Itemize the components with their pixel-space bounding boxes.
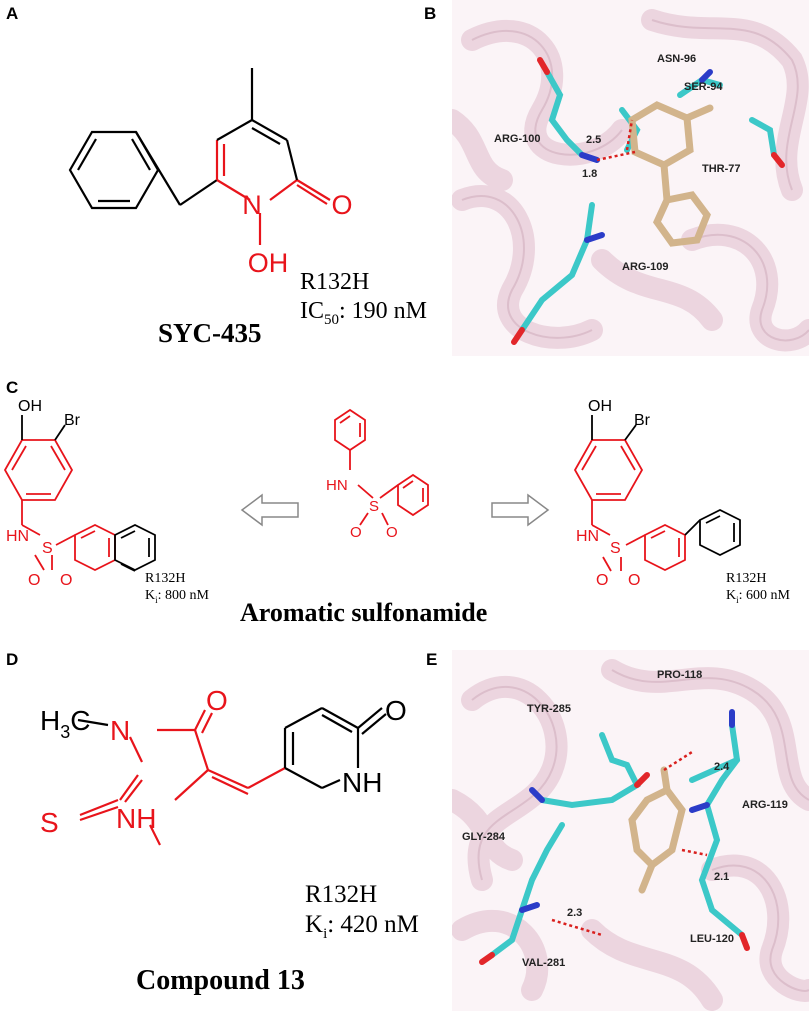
residue-label: ARG-109 — [622, 261, 668, 273]
atom-s: S — [369, 498, 379, 515]
atom-h3c: H3C — [40, 705, 90, 742]
distance-label: 2.1 — [714, 871, 729, 883]
distance-label: 1.8 — [582, 168, 597, 180]
residue-label: ASN-96 — [657, 53, 696, 65]
residue-label: GLY-284 — [462, 831, 506, 843]
syc-435-mutation: R132H — [300, 269, 370, 295]
atom-s: S — [610, 540, 621, 557]
atom-oh: OH — [18, 398, 42, 415]
panel-label-a: A — [6, 4, 19, 23]
docking-pose-e: PRO-118 TYR-285 ARG-119 GLY-284 VAL-281 … — [452, 650, 809, 1011]
atom-o: O — [28, 572, 40, 589]
docking-pose-b: ASN-96 SER-94 ARG-100 THR-77 ARG-109 2.5… — [452, 0, 809, 356]
atom-o: O — [60, 572, 72, 589]
atom-o: O — [385, 695, 407, 726]
syc-435-structure: N O OH — [68, 68, 353, 278]
syc-435-ic50: IC50: 190 nM — [300, 298, 428, 328]
compound-13-structure: H3C N O S NH O NH — [40, 685, 407, 846]
residue-label: SER-94 — [684, 81, 723, 93]
compound-13-ki: Ki: 420 nM — [305, 911, 419, 942]
atom-o: O — [206, 685, 228, 716]
atom-br: Br — [634, 412, 651, 429]
benzene-ring — [68, 130, 181, 210]
atom-o: O — [596, 572, 608, 589]
atom-nh: NH — [116, 803, 156, 834]
panel-label-b: B — [424, 4, 437, 23]
atom-hn: HN — [6, 528, 29, 545]
right-arrow — [491, 493, 550, 527]
right-ki: Ki: 600 nM — [726, 588, 790, 605]
left-arrow — [240, 493, 299, 527]
atom-o: O — [331, 190, 352, 220]
atom-o: O — [386, 524, 398, 541]
atom-s: S — [42, 540, 53, 557]
residue-label: ARG-100 — [494, 133, 540, 145]
atom-s: S — [40, 807, 59, 838]
atom-n: N — [110, 715, 130, 746]
sulfonamide-title: Aromatic sulfonamide — [240, 598, 488, 627]
panel-label-e: E — [426, 650, 438, 669]
atom-n: N — [242, 190, 262, 220]
atom-hn: HN — [326, 477, 348, 494]
atom-o: O — [350, 524, 362, 541]
distance-label: 2.4 — [714, 761, 730, 773]
residue-label: THR-77 — [702, 163, 741, 175]
residue-label: VAL-281 — [522, 957, 565, 969]
distance-label: 2.5 — [586, 134, 601, 146]
sulfonamide-structures: OH Br HN S O O HN S O O — [3, 398, 741, 589]
right-mutation: R132H — [726, 571, 767, 586]
left-ki: Ki: 800 nM — [145, 588, 209, 605]
hbond-lines — [596, 119, 636, 162]
syc-435-name: SYC-435 — [158, 318, 262, 348]
residue-label: ARG-119 — [742, 799, 788, 811]
residue-label: PRO-118 — [657, 669, 702, 681]
panel-label-c: C — [6, 378, 19, 397]
atom-oh: OH — [248, 248, 289, 278]
compound-13-name: Compound 13 — [136, 965, 305, 996]
residue-label: LEU-120 — [690, 933, 734, 945]
atom-br: Br — [64, 412, 81, 429]
atom-oh: OH — [588, 398, 612, 415]
atom-nh: NH — [342, 767, 382, 798]
residue-label: TYR-285 — [527, 703, 571, 715]
left-mutation: R132H — [145, 571, 186, 586]
compound-13-mutation: R132H — [305, 881, 378, 908]
atom-o: O — [628, 572, 640, 589]
residue-sticks — [519, 69, 777, 333]
atom-hn: HN — [576, 528, 599, 545]
distance-label: 2.3 — [567, 907, 582, 919]
panel-label-d: D — [6, 650, 19, 669]
